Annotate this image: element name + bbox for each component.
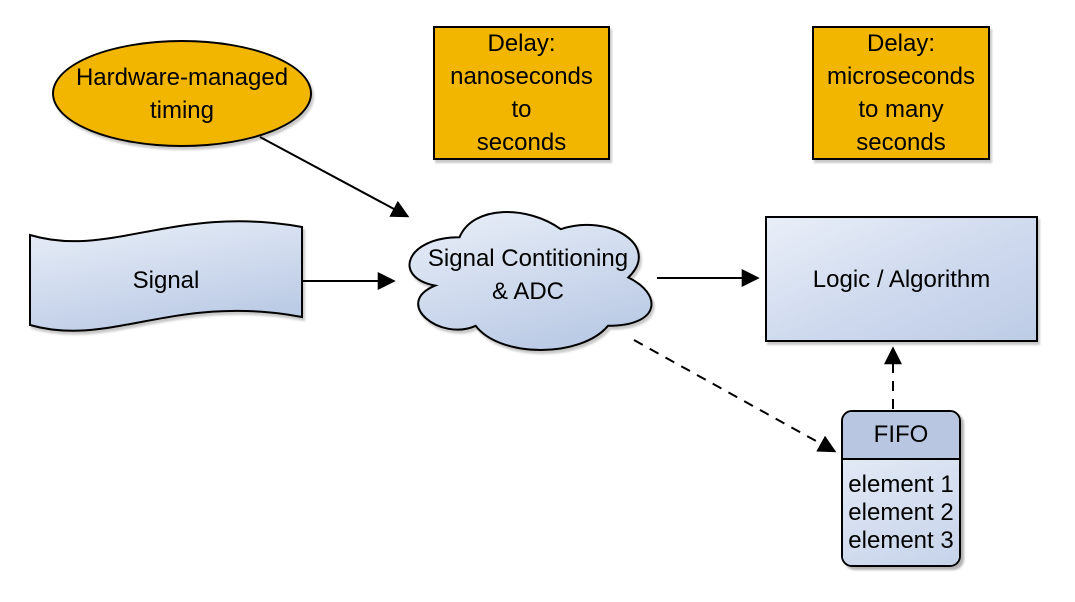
delay-us-line1: Delay: xyxy=(866,30,936,57)
logic-label: Logic / Algorithm xyxy=(812,265,991,293)
delay-us-line2: microseconds xyxy=(826,63,976,90)
delay-nanoseconds-node: Delay: nanoseconds to seconds xyxy=(433,26,610,160)
fifo-node: FIFO element 1 element 2 element 3 xyxy=(841,410,961,567)
fifo-title: FIFO xyxy=(873,421,929,448)
timing-label-line1: Hardware-managed xyxy=(75,63,289,91)
fifo-element: element 2 xyxy=(848,498,954,526)
fifo-header: FIFO xyxy=(843,412,959,460)
fifo-element: element 1 xyxy=(848,470,954,498)
arrow-timing-to-adc xyxy=(259,136,410,218)
fifo-body: element 1 element 2 element 3 xyxy=(843,460,959,565)
delay-us-line3: to many xyxy=(858,96,944,123)
signal-wave-shape xyxy=(29,220,303,332)
adc-cloud-shape xyxy=(408,211,653,351)
delay-ns-line2: nanoseconds xyxy=(450,63,593,90)
delay-microseconds-node: Delay: microseconds to many seconds xyxy=(812,26,990,160)
delay-ns-line1: Delay: xyxy=(487,30,556,57)
timing-ellipse-node: Hardware-managed timing xyxy=(52,40,312,147)
delay-ns-line3: to xyxy=(511,96,532,123)
timing-label-line2: timing xyxy=(149,96,215,124)
delay-ns-line4: seconds xyxy=(476,129,567,156)
fifo-element: element 3 xyxy=(848,526,954,554)
logic-algorithm-node: Logic / Algorithm xyxy=(765,216,1038,342)
delay-us-line4: seconds xyxy=(856,129,946,156)
dashed-arrow-adc-to-fifo xyxy=(633,339,837,453)
